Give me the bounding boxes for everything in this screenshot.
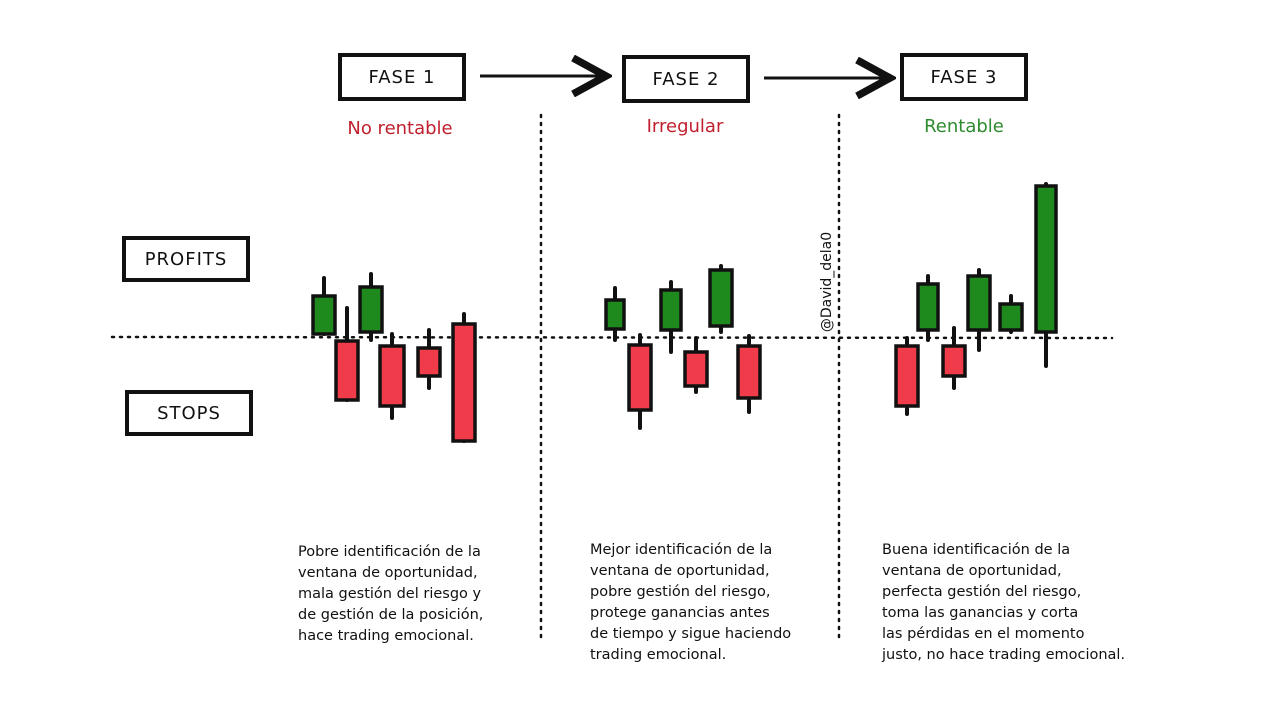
stop-candle [334,339,360,402]
profit-candle [604,298,626,331]
stop-candle [416,346,442,378]
phase-1-description: Pobre identificación de la ventana de op… [298,544,484,644]
stop-candle [627,343,653,412]
profit-candle [659,288,683,332]
profit-candle [1034,184,1058,334]
phase-3-status: Rentable [924,116,1004,137]
phase-3-description: Buena identificación de la ventana de op… [882,542,1126,663]
phase-2-title: FASE 2 [652,68,720,90]
stops-label: STOPS [157,402,221,424]
profits-box: PROFITS [122,236,250,282]
profit-candle [358,285,384,334]
profit-candle [998,302,1024,332]
phase-1-status: No rentable [347,118,453,139]
candles-group [311,182,1058,443]
profit-candle [708,268,734,328]
breakeven-baseline [110,335,1114,340]
stop-candle [378,344,406,408]
profits-label: PROFITS [144,248,228,270]
stop-candle [736,344,762,400]
phase-3-title: FASE 3 [930,66,998,88]
phase-1-title: FASE 1 [368,66,436,88]
stop-candle [894,344,920,408]
stop-candle [451,322,477,443]
phase-2-box: FASE 2 [622,55,750,103]
phase-1-box: FASE 1 [338,53,466,101]
phase-2-description: Mejor identificación de la ventana de op… [590,542,792,663]
stops-box: STOPS [125,390,253,436]
stop-candle [683,350,709,388]
stop-candle [941,344,967,378]
profit-candle [916,282,940,332]
profit-candle [966,274,992,332]
phase-3-box: FASE 3 [900,53,1028,101]
profit-candle [311,294,337,336]
phase-2-status: Irregular [646,116,724,137]
